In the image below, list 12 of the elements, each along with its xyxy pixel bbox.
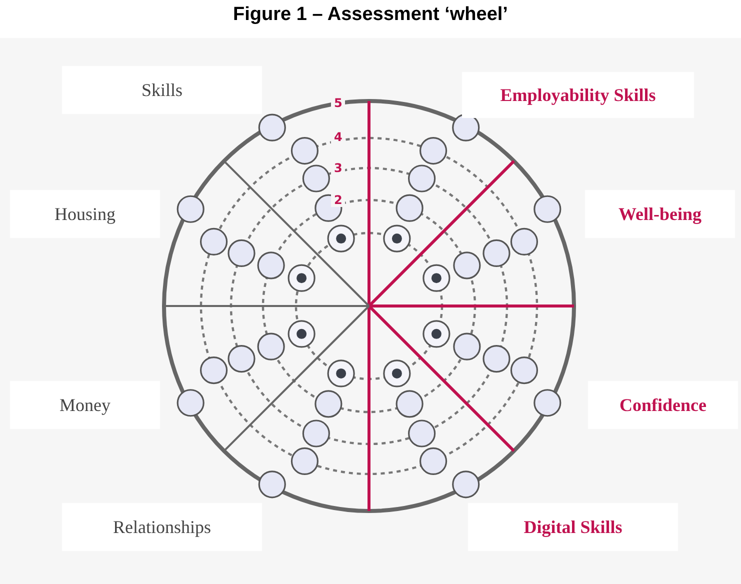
scale-number: 5 bbox=[331, 96, 346, 110]
scale-number: 2 bbox=[331, 193, 346, 207]
domain-label: Well-being bbox=[585, 190, 735, 238]
scale-number: 3 bbox=[331, 161, 346, 175]
domain-label: Digital Skills bbox=[468, 503, 678, 551]
domain-label: Confidence bbox=[588, 381, 738, 429]
domain-label: Employability Skills bbox=[462, 72, 694, 118]
domain-label: Relationships bbox=[62, 503, 262, 551]
domain-label: Skills bbox=[62, 66, 262, 114]
domain-label: Housing bbox=[10, 190, 160, 238]
figure-title: Figure 1 – Assessment ‘wheel’ bbox=[232, 4, 509, 26]
domain-label: Money bbox=[10, 381, 160, 429]
